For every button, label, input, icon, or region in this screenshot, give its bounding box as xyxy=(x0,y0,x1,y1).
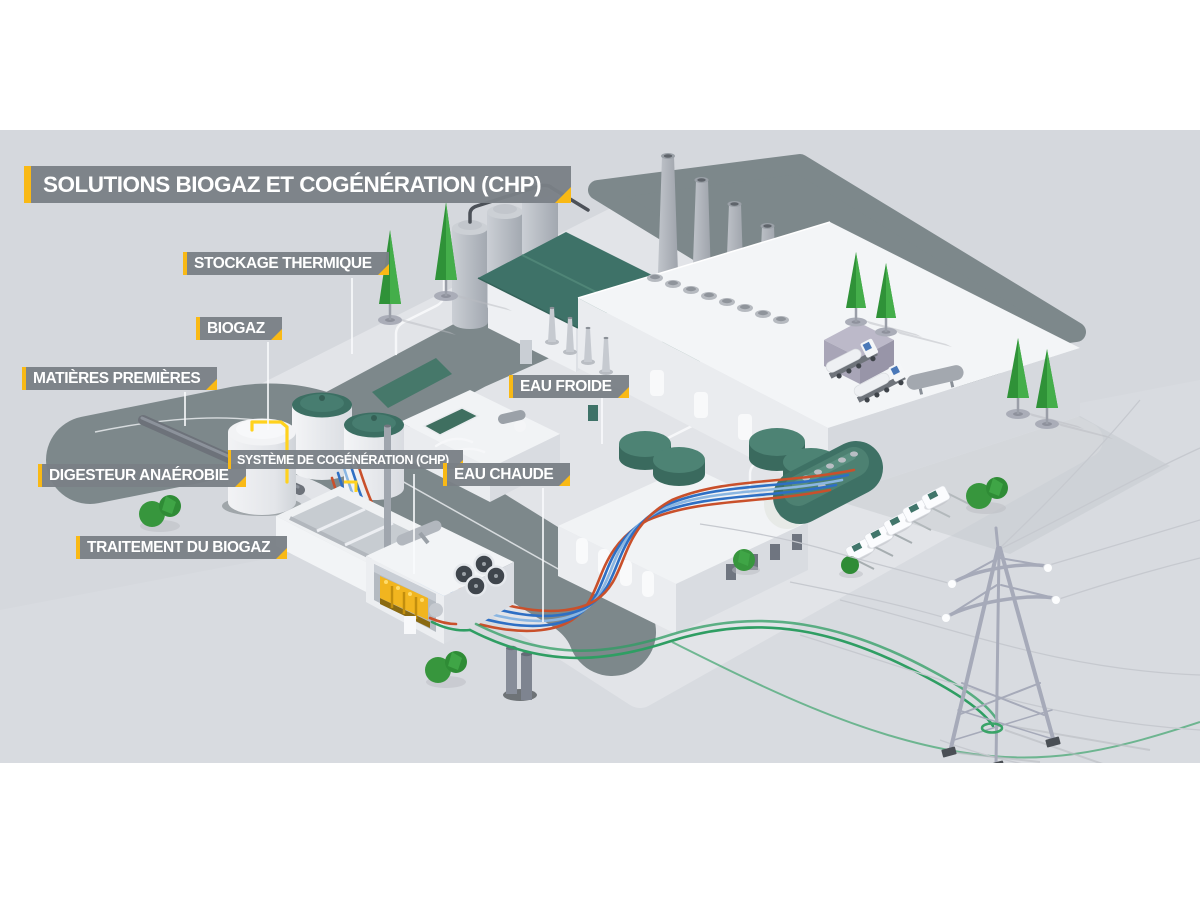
label-stockage-thermique: STOCKAGE THERMIQUE xyxy=(183,252,389,275)
label-corner-triangle-icon xyxy=(276,548,288,559)
label-text: MATIÈRES PREMIÈRES xyxy=(33,369,201,387)
label-corner-triangle-icon xyxy=(559,475,571,486)
tanker-trucks xyxy=(825,338,907,403)
label-eau-froide: EAU FROIDE xyxy=(509,375,629,398)
label-corner-triangle-icon xyxy=(377,264,389,275)
label-text: DIGESTEUR ANAÉROBIE xyxy=(49,466,229,484)
label-corner-triangle-icon xyxy=(270,329,282,340)
label-corner-triangle-icon xyxy=(206,379,218,390)
biogas-outlet-pipe xyxy=(250,420,289,484)
heat-exchanger-panel xyxy=(422,407,480,436)
label-text: TRAITEMENT DU BIOGAZ xyxy=(87,538,271,556)
pylon-feet xyxy=(941,736,1061,763)
hut-vents xyxy=(802,451,858,489)
small-roof-stacks xyxy=(545,306,613,375)
label-corner-triangle-icon xyxy=(234,476,246,487)
roof-silencer xyxy=(396,520,442,546)
arch-doors xyxy=(576,538,654,597)
roof-tank-horizontal xyxy=(906,365,964,395)
pine-trees xyxy=(378,202,1113,439)
insulators xyxy=(941,563,1061,623)
label-traitement-du-biogaz: TRAITEMENT DU BIOGAZ xyxy=(76,536,288,559)
title-banner: SOLUTIONS BIOGAZ ET COGÉNÉRATION (CHP) xyxy=(24,166,572,203)
power-export-lines xyxy=(468,599,1200,763)
leader-lines xyxy=(184,278,603,622)
gas-engine xyxy=(380,576,443,628)
label-eau-chaude: EAU CHAUDE xyxy=(443,463,571,486)
label-text: SYSTÈME DE COGÉNÉRATION (CHP) xyxy=(237,452,449,467)
label-text: BIOGAZ xyxy=(207,319,265,337)
ground xyxy=(0,130,1200,763)
isometric-scene-wrap xyxy=(0,130,1200,763)
label-digesteur-anaerobie: DIGESTEUR ANAÉROBIE xyxy=(38,464,246,487)
transmission-pylon xyxy=(699,399,1200,763)
title-corner-triangle-icon xyxy=(555,187,572,203)
roof-fans xyxy=(453,553,507,597)
label-systeme-de-cogeneration: SYSTÈME DE COGÉNÉRATION (CHP) xyxy=(228,450,463,469)
label-corner-triangle-icon xyxy=(617,387,629,398)
label-text: EAU FROIDE xyxy=(520,377,612,395)
title-text: SOLUTIONS BIOGAZ ET COGÉNÉRATION (CHP) xyxy=(43,171,542,197)
bushes xyxy=(139,477,1008,688)
pylon-wires xyxy=(699,399,1200,619)
green-door xyxy=(588,405,598,421)
chp-building xyxy=(366,424,514,644)
label-text: STOCKAGE THERMIQUE xyxy=(194,254,372,272)
label-text: EAU CHAUDE xyxy=(454,465,554,483)
label-biogaz: BIOGAZ xyxy=(196,317,282,340)
isometric-scene xyxy=(0,130,1200,763)
exhaust-stack xyxy=(384,426,391,554)
grid-connection-ring xyxy=(980,722,1004,734)
roof-vents xyxy=(647,274,789,324)
label-matieres-premieres: MATIÈRES PREMIÈRES xyxy=(22,367,218,390)
